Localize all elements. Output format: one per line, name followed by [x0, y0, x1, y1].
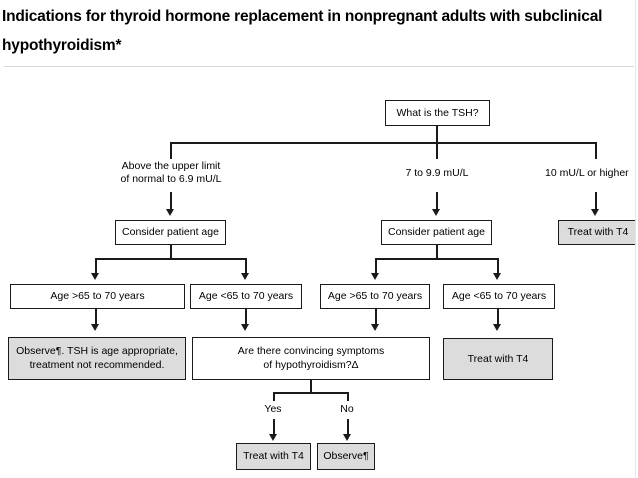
connector-root-stem: [436, 126, 438, 143]
branch-label-high: 10 mU/L or higher: [545, 167, 629, 179]
branch-label-moderate: 7 to 9.9 mU/L: [405, 167, 469, 179]
arrowhead-treat-t4-yes: [269, 434, 277, 441]
node-convincing-symptoms-question[interactable]: Are there convincing symptoms of hypothy…: [192, 337, 430, 380]
connector-drop-mid: [436, 142, 438, 159]
node-observe-tsh-age-appropriate[interactable]: Observe¶. TSH is age appropriate, treatm…: [8, 337, 186, 380]
node-age-over-65-left[interactable]: Age >65 to 70 years: [10, 284, 185, 309]
connector-drop-right: [595, 142, 597, 159]
connector-drop-left: [170, 142, 172, 159]
connector-mid-split-drop-b: [497, 258, 499, 276]
connector-to-treat-t4-right: [595, 192, 597, 212]
node-treat-with-t4-older-moderate[interactable]: Treat with T4: [443, 338, 553, 380]
arrowhead-age-under-left: [241, 273, 249, 280]
node-age-under-65-left[interactable]: Age <65 to 70 years: [190, 284, 302, 309]
connector-to-treat-t4-mid: [497, 309, 499, 327]
node-consider-patient-age-left[interactable]: Consider patient age: [115, 220, 226, 245]
arrowhead-symptoms-left: [241, 324, 249, 331]
arrowhead-treat-t4-mid: [493, 324, 501, 331]
connector-to-symptoms-left: [245, 309, 247, 327]
connector-mid-split-drop-a: [375, 258, 377, 276]
arrowhead-treat-t4-right: [591, 209, 599, 216]
arrowhead-consider-age-left: [166, 209, 174, 216]
connector-no-to-observe: [347, 419, 349, 437]
arrowhead-observe-no: [343, 434, 351, 441]
header: Indications for thyroid hormone replacem…: [0, 0, 638, 66]
label-yes: Yes: [264, 403, 282, 415]
connector-yesno-stem: [310, 380, 312, 393]
node-treat-with-t4-high-tsh[interactable]: Treat with T4: [558, 220, 638, 245]
arrowhead-symptoms-mid: [371, 324, 379, 331]
connector-mid-split-stem: [436, 245, 438, 259]
node-consider-patient-age-mid[interactable]: Consider patient age: [381, 220, 492, 245]
page-title: Indications for thyroid hormone replacem…: [2, 8, 607, 54]
arrowhead-consider-age-mid: [432, 209, 440, 216]
arrowhead-age-over-mid: [371, 273, 379, 280]
branch-label-mild: Above the upper limit of normal to 6.9 m…: [120, 160, 222, 185]
label-no: No: [340, 403, 354, 415]
arrowhead-age-over-left: [91, 273, 99, 280]
arrowhead-observe-age-appropriate: [91, 324, 99, 331]
connector-yes-drop: [273, 392, 275, 401]
node-age-over-65-mid[interactable]: Age >65 to 70 years: [320, 284, 430, 309]
connector-left-split-bus: [95, 258, 246, 260]
node-age-under-65-mid[interactable]: Age <65 to 70 years: [443, 284, 555, 309]
connector-left-split-drop-a: [95, 258, 97, 276]
header-divider: [4, 66, 634, 67]
node-what-is-the-tsh[interactable]: What is the TSH?: [385, 100, 490, 126]
connector-to-consider-age-mid: [436, 192, 438, 212]
arrowhead-age-under-mid: [493, 273, 501, 280]
connector-to-consider-age-left: [170, 192, 172, 212]
node-treat-with-t4-symptomatic[interactable]: Treat with T4: [236, 443, 311, 470]
connector-no-drop: [347, 392, 349, 401]
connector-mid-split-bus: [375, 258, 498, 260]
connector-left-split-stem: [170, 245, 172, 259]
node-observe-asymptomatic[interactable]: Observe¶: [317, 443, 375, 470]
connector-yes-to-treat: [273, 419, 275, 437]
right-border: [635, 0, 638, 478]
connector-left-split-drop-b: [245, 258, 247, 276]
connector-yesno-bus: [273, 392, 348, 394]
flowchart-canvas: What is the TSH? Above the upper limit o…: [0, 67, 638, 478]
connector-to-symptoms-mid: [375, 309, 377, 327]
connector-root-bus: [170, 142, 596, 144]
connector-to-observe-age-appropriate: [95, 309, 97, 327]
